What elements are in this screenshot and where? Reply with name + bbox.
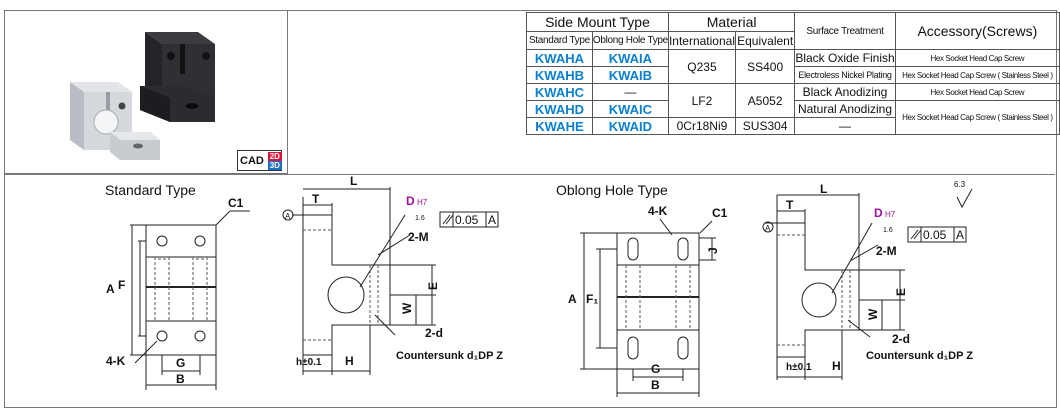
cad-3d: 3D <box>267 160 282 170</box>
code-oblong[interactable]: KWAID <box>591 117 669 135</box>
code-standard[interactable]: KWAHD <box>526 100 593 118</box>
dim-L: L <box>350 175 357 188</box>
code-standard[interactable]: KWAHA <box>526 49 593 67</box>
dim-L: L <box>820 182 827 196</box>
catalog-frame <box>4 10 1057 408</box>
drawing-divider <box>4 174 1055 175</box>
code-oblong[interactable]: KWAIB <box>591 66 669 84</box>
dim-T: T <box>786 198 794 212</box>
dim-M: 2-M <box>408 230 429 244</box>
dim-W: W <box>400 302 414 314</box>
code-oblong[interactable]: KWAIC <box>591 100 669 118</box>
code-standard[interactable]: KWAHB <box>526 66 593 84</box>
oblong-title: Oblong Hole Type <box>556 182 668 198</box>
roughness-1-6: 1.6 <box>883 227 893 234</box>
tolerance-value: 0.05 <box>455 213 479 227</box>
tolerance-ref: A <box>956 228 964 242</box>
countersunk-note: Countersunk d₁DP Z <box>396 350 503 362</box>
dim-K: 4-K <box>106 354 126 368</box>
dim-G: G <box>651 362 660 376</box>
technical-drawings: Standard Type C1 A F 4-K G B <box>105 175 973 397</box>
roughness-6-3: 6.3 <box>954 180 966 189</box>
dim-D: D <box>406 194 415 208</box>
dim-F: F <box>118 278 125 292</box>
dim-M: 2-M <box>876 244 897 258</box>
dim-W: W <box>866 308 880 320</box>
roughness-1-6: 1.6 <box>415 215 425 222</box>
surface-finish: Black Anodizing <box>794 83 896 101</box>
dim-h: h±0.1 <box>786 362 812 373</box>
header-equivalent: Equivalent <box>734 31 796 50</box>
header-international: International <box>667 31 736 50</box>
header-accessory: Accessory(Screws) <box>894 12 1060 50</box>
header-surface: Surface Treatment <box>794 12 896 50</box>
datum-A: A <box>285 212 291 221</box>
dim-B: B <box>651 378 660 392</box>
material-equivalent: SUS304 <box>734 117 796 135</box>
accessory: Hex Socket Head Cap Screw ( Stainless St… <box>894 66 1060 84</box>
code-standard[interactable]: KWAHE <box>526 117 593 135</box>
dim-D: D <box>874 206 883 220</box>
code-oblong: — <box>591 83 669 101</box>
dim-H7: H7 <box>417 198 428 207</box>
datum-A: A <box>765 224 771 233</box>
header-oblong: Oblong Hole Type <box>591 31 669 50</box>
header-material: Material <box>667 12 796 32</box>
oblong-front-view <box>580 218 716 397</box>
dim-H7: H7 <box>885 210 896 219</box>
surface-finish: Natural Anodizing <box>794 100 896 118</box>
material-equivalent: A5052 <box>734 83 796 118</box>
dim-d: 2-d <box>892 332 910 346</box>
dim-H: H <box>832 359 841 373</box>
standard-title: Standard Type <box>105 182 196 198</box>
dim-K: 4-K <box>648 204 668 218</box>
material-equivalent: SS400 <box>734 49 796 84</box>
accessory: Hex Socket Head Cap Screw <box>894 49 1060 67</box>
dim-A: A <box>106 282 115 296</box>
surface-finish: Electroless Nickel Plating <box>794 66 896 84</box>
standard-side-view <box>292 187 436 375</box>
accessory: Hex Socket Head Cap Screw ( Stainless St… <box>894 100 1060 135</box>
dim-C1: C1 <box>712 206 728 220</box>
dim-T: T <box>312 192 320 206</box>
code-oblong[interactable]: KWAIA <box>591 49 669 67</box>
dim-A: A <box>568 292 577 306</box>
dim-J: J <box>706 247 720 254</box>
material-international: LF2 <box>667 83 736 118</box>
surface-finish: Black Oxide Finish <box>794 49 896 67</box>
tolerance-value: 0.05 <box>923 228 947 242</box>
dim-H: H <box>345 354 354 368</box>
dim-B: B <box>176 372 185 386</box>
dim-E: E <box>894 288 908 296</box>
product-photo-panel <box>4 10 288 174</box>
tolerance-ref: A <box>488 213 496 227</box>
dim-E: E <box>426 282 440 290</box>
oblong-side-view <box>765 188 973 380</box>
cad-2d: 2D <box>267 151 282 161</box>
product-photo <box>70 32 215 160</box>
dim-d: 2-d <box>425 326 443 340</box>
countersunk-note: Countersunk d₁DP Z <box>866 350 973 362</box>
accessory: Hex Socket Head Cap Screw <box>894 83 1060 101</box>
standard-front-view <box>130 210 250 390</box>
dim-F1: F₁ <box>586 292 598 306</box>
cad-badge[interactable]: CAD 2D 3D <box>237 150 282 171</box>
dim-h: h±0.1 <box>296 357 322 368</box>
dim-C1: C1 <box>228 196 244 210</box>
material-international: 0Cr18Ni9 <box>667 117 736 135</box>
dim-G: G <box>176 356 185 370</box>
surface-finish: — <box>794 117 896 135</box>
spec-table: Side Mount Type Material Surface Treatme… <box>526 12 1060 135</box>
cad-label: CAD <box>240 154 264 167</box>
header-standard: Standard Type <box>526 31 593 50</box>
material-international: Q235 <box>667 49 736 84</box>
header-mount-type: Side Mount Type <box>526 12 669 32</box>
code-standard[interactable]: KWAHC <box>526 83 593 101</box>
